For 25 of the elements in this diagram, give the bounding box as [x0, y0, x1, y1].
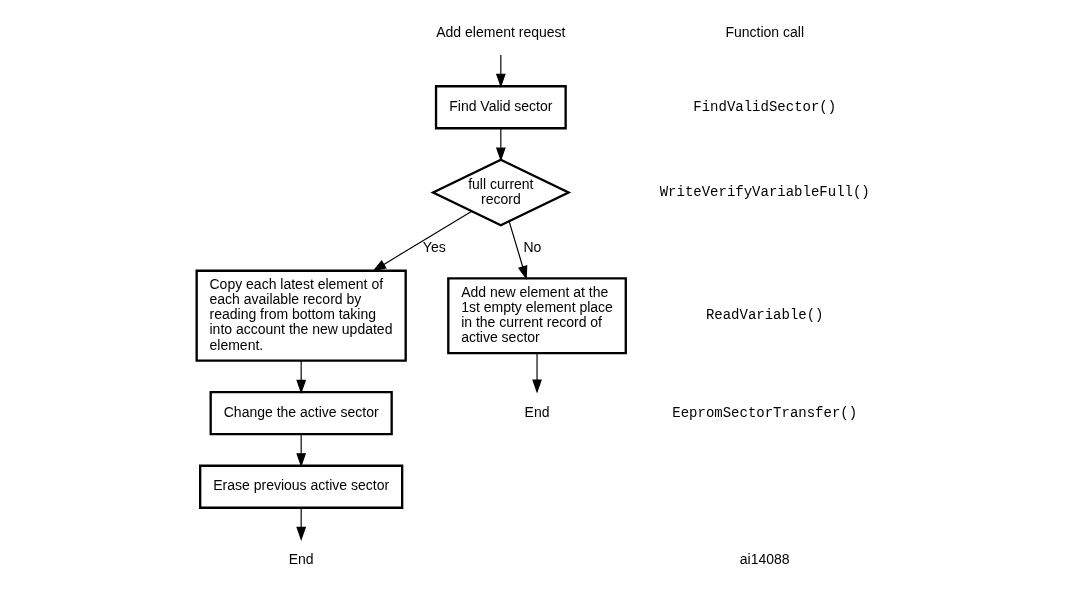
node-text: End	[288, 550, 314, 567]
arrow	[495, 54, 506, 88]
label: ReadVariable()	[705, 307, 824, 324]
node-box: Add new element at the 1st empty element place in the current record of active sector	[447, 277, 627, 355]
node-text: Add element request	[436, 24, 566, 41]
node-box: Erase previous active sector	[199, 464, 404, 509]
arrow	[296, 360, 307, 394]
edge-label: No	[523, 238, 542, 255]
arrow	[296, 434, 307, 468]
arrow	[372, 210, 473, 272]
label: EepromSectorTransfer()	[672, 404, 858, 421]
node-box: Find Valid sector	[434, 85, 567, 130]
arrow	[508, 220, 528, 280]
label: Function call	[725, 24, 805, 41]
node-box: Copy each latest element of each available record by reading from bottom taking into account the new updated element.	[195, 269, 407, 362]
node-diamond: full current record	[430, 158, 572, 227]
node-box: Change the active sector	[209, 391, 393, 436]
edge-label: Yes	[422, 238, 446, 255]
label: ai14088	[739, 550, 790, 567]
label: WriteVerifyVariableFull()	[659, 184, 870, 201]
node-text: End	[524, 403, 550, 420]
arrow	[296, 507, 307, 541]
arrow	[532, 352, 542, 394]
label: FindValidSector()	[693, 98, 837, 115]
arrow	[495, 127, 506, 162]
